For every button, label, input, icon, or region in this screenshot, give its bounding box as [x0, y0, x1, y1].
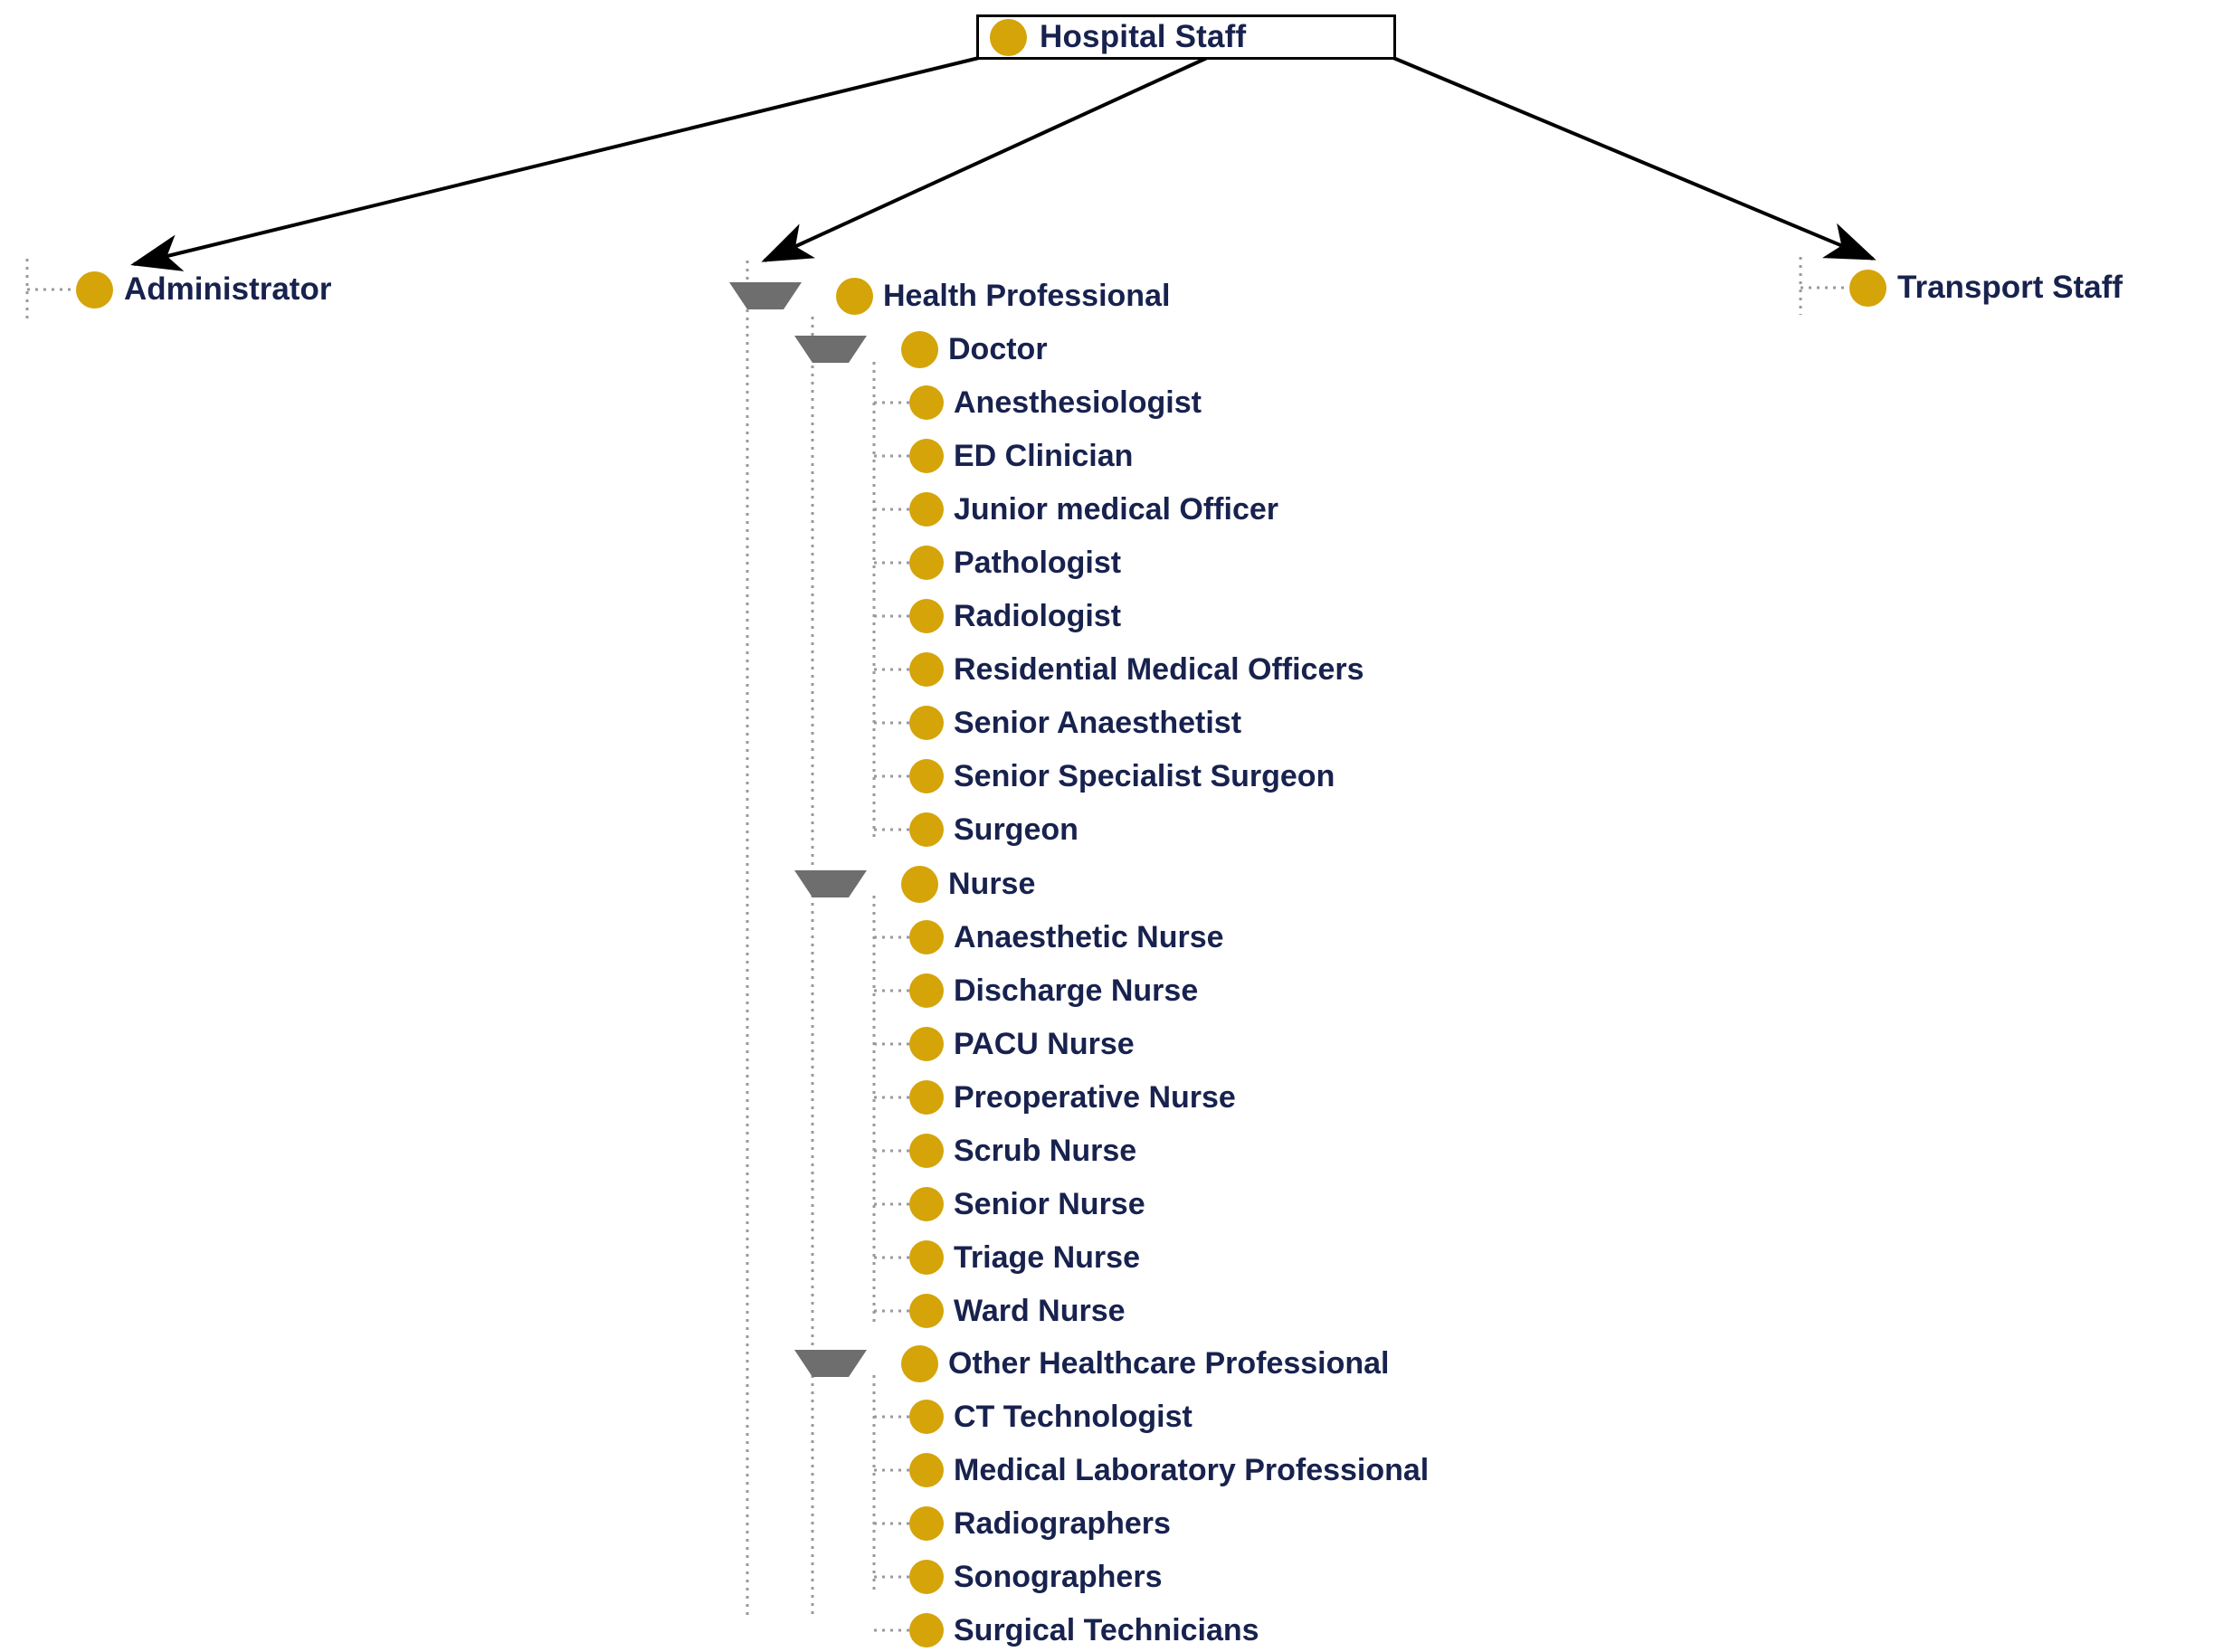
leaf-node[interactable]: Radiologist [909, 594, 1121, 638]
leaf-node[interactable]: ED Clinician [909, 434, 1133, 478]
node-transport-staff[interactable]: Transport Staff [1849, 266, 2123, 309]
class-dot-icon [909, 1506, 944, 1541]
class-dot-icon [909, 920, 944, 954]
class-dot-icon [909, 1027, 944, 1061]
leaf-node[interactable]: Senior Nurse [909, 1182, 1145, 1226]
root-node-label: Hospital Staff [1040, 19, 1247, 54]
class-dot-icon [901, 1344, 938, 1382]
leaf-node-label: Sonographers [954, 1560, 1163, 1594]
node-administrator-label: Administrator [124, 271, 332, 307]
class-dot-icon [909, 385, 944, 420]
class-dot-icon [909, 1613, 944, 1647]
node-doctor[interactable]: Doctor [794, 328, 1048, 371]
class-dot-icon [901, 865, 938, 903]
leaf-node[interactable]: Sonographers [909, 1555, 1162, 1599]
leaf-node[interactable]: Ward Nurse [909, 1289, 1126, 1333]
guide-administrator [25, 259, 72, 318]
leaf-node-label: Senior Nurse [954, 1187, 1145, 1221]
class-dot-icon [836, 277, 873, 315]
node-administrator[interactable]: Administrator [76, 268, 331, 311]
leaf-node-label: Residential Medical Officers [954, 652, 1364, 687]
guide-group-spine [811, 317, 854, 1619]
leaf-node-label: Medical Laboratory Professional [954, 1453, 1430, 1487]
edge-root-to-transport-staff [1392, 56, 1877, 261]
node-doctor-label: Doctor [948, 332, 1048, 366]
leaf-node[interactable]: Radiographers [909, 1502, 1171, 1545]
leaf-node[interactable]: Medical Laboratory Professional [909, 1448, 1429, 1492]
leaf-node-label: ED Clinician [954, 439, 1134, 473]
guide-transport-staff [1799, 257, 1846, 315]
class-dot-icon [909, 1560, 944, 1594]
class-dot-icon [909, 1240, 944, 1275]
class-dot-icon [909, 1187, 944, 1221]
class-dot-icon [909, 973, 944, 1008]
node-health-professional[interactable]: Health Professional [729, 274, 1170, 318]
leaf-node-label: Surgical Technicians [954, 1613, 1259, 1647]
guide-health-professional-spine [746, 261, 789, 1619]
leaf-node-label: CT Technologist [954, 1400, 1193, 1434]
class-dot-icon [909, 1400, 944, 1434]
class-dot-icon [990, 18, 1027, 56]
leaf-node-label: Triage Nurse [954, 1240, 1140, 1275]
node-nurse[interactable]: Nurse [794, 862, 1035, 906]
leaf-node[interactable]: Junior medical Officer [909, 488, 1278, 531]
leaf-node-label: Radiologist [954, 599, 1122, 633]
leaf-node[interactable]: Surgeon [909, 808, 1078, 851]
class-dot-icon [901, 330, 938, 368]
leaf-node[interactable]: Surgical Technicians [909, 1609, 1259, 1652]
leaf-node-label: Preoperative Nurse [954, 1080, 1236, 1115]
node-transport-staff-label: Transport Staff [1897, 270, 2123, 305]
leaf-node-label: PACU Nurse [954, 1027, 1135, 1061]
leaf-node-label: Discharge Nurse [954, 973, 1199, 1008]
class-dot-icon [909, 1134, 944, 1168]
node-other-healthcare-professional[interactable]: Other Healthcare Professional [794, 1342, 1390, 1385]
triangle-down-icon[interactable] [794, 1350, 867, 1377]
leaf-node[interactable]: Senior Specialist Surgeon [909, 755, 1335, 798]
triangle-down-icon[interactable] [794, 870, 867, 897]
leaf-node[interactable]: Senior Anaesthetist [909, 701, 1241, 745]
leaf-node[interactable]: CT Technologist [909, 1395, 1193, 1438]
leaf-node[interactable]: Pathologist [909, 541, 1121, 584]
class-dot-icon [909, 759, 944, 793]
leaf-node-label: Radiographers [954, 1506, 1171, 1541]
class-dot-icon [909, 439, 944, 473]
leaf-node-label: Anesthesiologist [954, 385, 1202, 420]
edge-root-to-administrator [130, 56, 980, 271]
leaf-node-label: Surgeon [954, 812, 1078, 847]
leaf-node-label: Senior Specialist Surgeon [954, 759, 1335, 793]
leaf-node[interactable]: Residential Medical Officers [909, 648, 1364, 691]
leaf-node[interactable]: Anesthesiologist [909, 381, 1202, 424]
leaf-node[interactable]: Scrub Nurse [909, 1129, 1136, 1173]
class-dot-icon [909, 812, 944, 847]
class-dot-icon [76, 271, 113, 309]
leaf-node-label: Ward Nurse [954, 1294, 1126, 1328]
node-health-professional-label: Health Professional [883, 279, 1171, 313]
class-dot-icon [909, 546, 944, 580]
node-nurse-label: Nurse [948, 867, 1036, 901]
triangle-down-icon[interactable] [729, 282, 802, 309]
class-dot-icon [909, 1294, 944, 1328]
leaf-node[interactable]: PACU Nurse [909, 1022, 1135, 1066]
class-dot-icon [909, 492, 944, 527]
triangle-down-icon[interactable] [794, 336, 867, 363]
leaf-node[interactable]: Triage Nurse [909, 1236, 1140, 1279]
root-node-hospital-staff[interactable]: Hospital Staff [976, 14, 1396, 60]
class-dot-icon [909, 599, 944, 633]
class-dot-icon [1849, 269, 1886, 307]
class-dot-icon [909, 1453, 944, 1487]
leaf-node[interactable]: Preoperative Nurse [909, 1076, 1236, 1119]
leaf-node[interactable]: Discharge Nurse [909, 969, 1198, 1012]
leaf-node-label: Junior medical Officer [954, 492, 1278, 527]
leaf-node-label: Scrub Nurse [954, 1134, 1137, 1168]
leaf-node-label: Senior Anaesthetist [954, 706, 1242, 740]
leaf-node-label: Anaesthetic Nurse [954, 920, 1224, 954]
class-dot-icon [909, 652, 944, 687]
class-dot-icon [909, 706, 944, 740]
node-other-healthcare-professional-label: Other Healthcare Professional [948, 1346, 1390, 1381]
leaf-node[interactable]: Anaesthetic Nurse [909, 916, 1224, 959]
edge-root-to-health-professional [761, 56, 1208, 262]
leaf-node-label: Pathologist [954, 546, 1122, 580]
class-dot-icon [909, 1080, 944, 1115]
